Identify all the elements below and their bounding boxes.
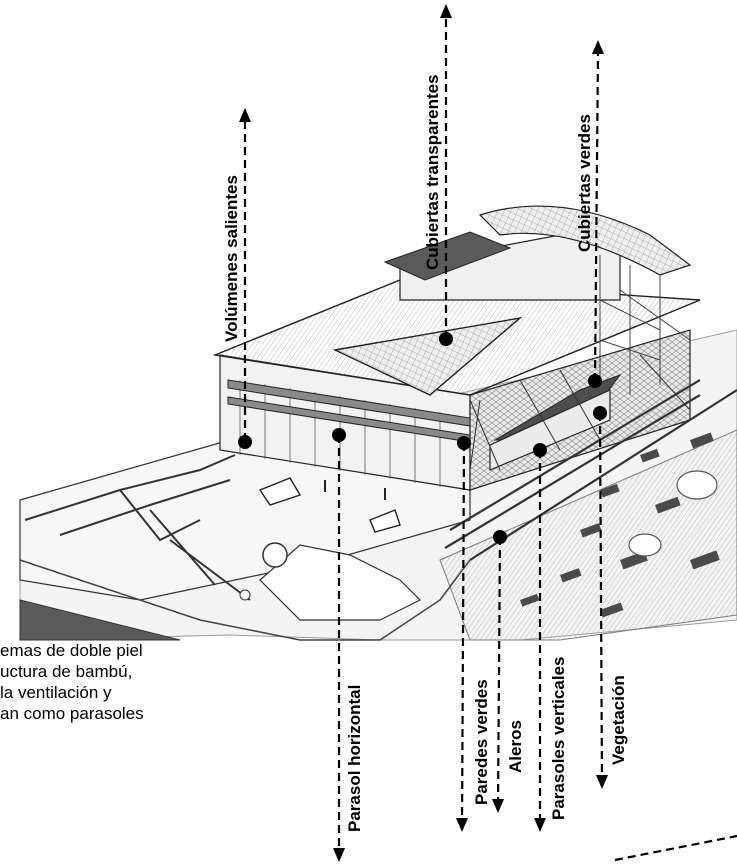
- caption-line: la ventilación y: [0, 683, 112, 702]
- caption-line: an como parasoles: [0, 704, 144, 723]
- circular-planter: [676, 470, 718, 500]
- caption-line: emas de doble piel: [0, 641, 143, 660]
- caption-text: emas de doble piel uctura de bambú, la v…: [0, 640, 240, 724]
- perimeter-walkway: [444, 379, 737, 561]
- arrowhead-up: [592, 40, 604, 54]
- callout-dot: [439, 332, 453, 346]
- label-cubiertas-transparentes: Cubiertas transparentes: [423, 74, 442, 270]
- plaza-bench: [258, 477, 302, 506]
- caption-line: uctura de bambú,: [0, 662, 133, 681]
- plaza-bench: [369, 509, 401, 533]
- arrowheads: [239, 4, 608, 862]
- arrowhead-down: [456, 818, 468, 832]
- label-volumenes-salientes: Volúmenes salientes: [222, 175, 241, 342]
- callout-dot: [493, 530, 507, 544]
- callout-dot: [533, 443, 547, 457]
- building-illustration: [19, 205, 737, 641]
- label-parasoles-verticales: Parasoles verticales: [549, 656, 568, 820]
- facade-bracing: [469, 354, 691, 471]
- transparent-roof: [332, 316, 523, 396]
- label-cubiertas-verdes: Cubiertas verdes: [575, 114, 594, 252]
- circular-feature: [262, 542, 288, 568]
- lower-terrace-fill: [19, 599, 181, 641]
- lower-deck: [19, 559, 471, 641]
- circular-feature: [239, 589, 251, 601]
- ramp-handrail: [24, 454, 251, 601]
- arrowhead-up: [440, 4, 452, 18]
- eave-box: [489, 389, 611, 471]
- callout-line-vegetacion: [598, 412, 604, 783]
- green-roof-upper: [383, 231, 512, 281]
- label-paredes-verdes: Paredes verdes: [472, 679, 491, 805]
- callout-line-cubiertas-verdes: [593, 49, 600, 382]
- horizontal-parasol: [227, 379, 471, 427]
- callout-dot: [332, 428, 346, 442]
- curved-canopy: [478, 205, 692, 276]
- callout-line-bottom-right: [614, 834, 737, 862]
- arrowhead-down: [596, 775, 608, 789]
- label-parasol-horizontal: Parasol horizontal: [345, 685, 364, 832]
- arrowhead-down: [492, 799, 504, 813]
- callout-dot: [457, 436, 471, 450]
- callout-dot: [588, 374, 602, 388]
- arrowhead-up: [239, 108, 251, 122]
- callouts: [243, 14, 737, 862]
- callout-dot: [238, 435, 252, 449]
- callout-dots: [238, 332, 607, 544]
- callout-line-paredes-verdes: [460, 442, 466, 826]
- arrowhead-down: [534, 818, 546, 832]
- upper-volume: [399, 234, 621, 301]
- canopy-structure: [599, 255, 691, 400]
- callout-line-aleros: [496, 536, 502, 807]
- arrowhead-down: [333, 848, 345, 862]
- label-aleros: Aleros: [506, 720, 525, 773]
- label-vegetacion: Vegetación: [609, 675, 628, 765]
- circular-planter: [628, 533, 662, 557]
- callout-dot: [593, 406, 607, 420]
